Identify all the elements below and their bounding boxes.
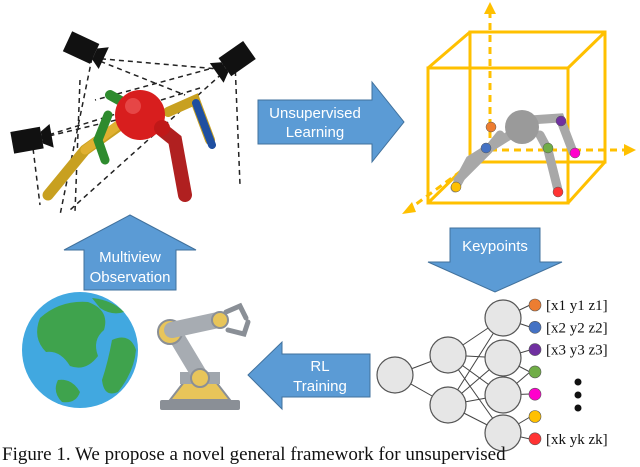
keypoint-marker (528, 365, 542, 379)
robot-keypoints (450, 115, 581, 198)
arrow-label-line: Observation (90, 269, 171, 286)
keypoint-box-scene (402, 2, 636, 214)
arrow-unsupervised-learning: Unsupervised Learning (257, 80, 405, 164)
robot-highlight (125, 98, 141, 114)
camera-icon (209, 40, 256, 83)
keypoint-marker (528, 432, 542, 446)
multiview-scene (10, 31, 256, 216)
axis-arrow-up (484, 2, 496, 14)
keypoint-label: [x1 y1 z1] (546, 298, 608, 314)
keypoint-marker (528, 320, 542, 334)
robot-joint (154, 120, 170, 136)
keypoint-list: [x1 y1 z1] [x2 y2 z2] [x3 y3 z3] [xk yk zk] (528, 298, 608, 448)
keypoint-label: [xk yk zk] (546, 432, 608, 448)
keypoint-marker (528, 410, 542, 423)
bounding-box (426, 30, 607, 205)
nn-nodes (376, 299, 522, 452)
ellipsis-dots (574, 378, 582, 412)
arrow-label-line: Multiview (99, 249, 161, 266)
axis-arrow-right (624, 144, 636, 156)
globe-icon (22, 292, 138, 408)
figure-caption: Figure 1. We propose a novel general fra… (2, 444, 506, 465)
keypoint-label: [x2 y2 z2] (546, 320, 608, 336)
arrow-label-line: Learning (286, 124, 344, 141)
robotic-arm-icon (157, 302, 251, 410)
keypoint-label: [x3 y3 z3] (546, 343, 608, 359)
arrow-label-line: Unsupervised (269, 105, 361, 122)
arrow-multiview-observation: Multiview Observation (63, 214, 197, 291)
arrow-label-line: Training (293, 378, 347, 395)
gray-robot-body (505, 110, 539, 144)
camera-icon (62, 31, 109, 70)
neural-network (376, 299, 531, 452)
camera-icon (10, 124, 54, 154)
keypoint-marker (528, 343, 542, 356)
arrow-rl-training: RL Training (247, 340, 371, 411)
axis-arrow-down-left (402, 202, 416, 214)
keypoint-marker (528, 298, 542, 312)
arrow-label-line: Keypoints (462, 238, 528, 255)
arrow-keypoints: Keypoints (427, 227, 563, 293)
arrow-label-line: RL (310, 358, 329, 375)
keypoint-marker (528, 387, 542, 401)
